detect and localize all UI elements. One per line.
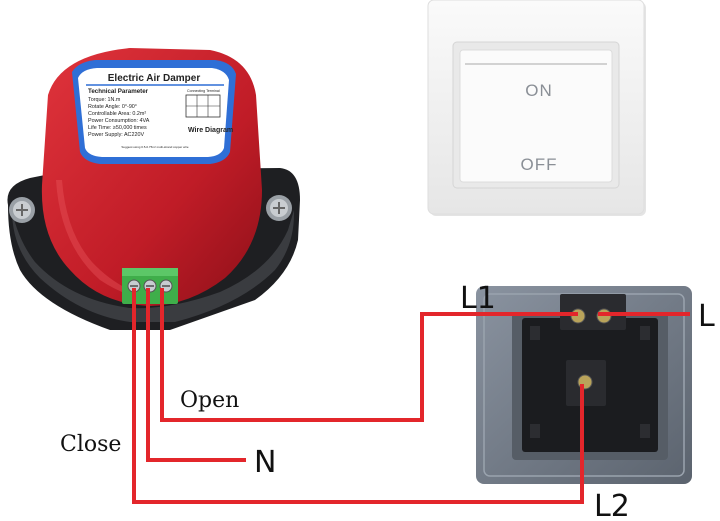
connecting-header: Connecting Terminal bbox=[187, 89, 220, 93]
switch-on-label: ON bbox=[525, 81, 553, 100]
screw-icon-right bbox=[266, 195, 292, 221]
plate-title: Electric Air Damper bbox=[108, 73, 201, 84]
wall-switch: ON OFF bbox=[427, 0, 646, 216]
spec-line: Power Supply: AC220V bbox=[88, 132, 144, 138]
wire-diagram-label: Wire Diagram bbox=[188, 127, 233, 134]
label-open: Open bbox=[180, 388, 239, 413]
screw-icon-left bbox=[9, 197, 35, 223]
spec-line: Rotate Angle: 0°-90° bbox=[88, 104, 137, 110]
label-n: N bbox=[254, 445, 276, 480]
label-l1: L1 bbox=[460, 281, 496, 316]
spec-line: Torque: 1N.m bbox=[88, 97, 121, 103]
electric-air-damper: Electric Air Damper Technical Parameter … bbox=[7, 48, 300, 330]
label-l2: L2 bbox=[594, 489, 630, 521]
label-close: Close bbox=[60, 432, 121, 457]
switch-back-module bbox=[476, 286, 692, 484]
spec-line: Power Consumption: 4VA bbox=[88, 118, 150, 124]
wiring bbox=[132, 288, 690, 504]
wire-close bbox=[132, 288, 584, 504]
damper-cover-highlight bbox=[56, 180, 160, 300]
wire-n bbox=[146, 288, 246, 462]
damper-base-shade bbox=[12, 210, 295, 322]
label-l: L bbox=[698, 299, 715, 334]
plate-section-title: Technical Parameter bbox=[88, 88, 149, 95]
damper-label-plate: Electric Air Damper Technical Parameter … bbox=[72, 60, 236, 164]
spec-line: Controllable Area: 0.2m² bbox=[88, 111, 146, 117]
plate-footnote: Suggest using 0.5-0.75m² multi-strand co… bbox=[121, 145, 189, 149]
switch-off-label: OFF bbox=[521, 155, 558, 174]
spec-line: Life Time: ≥50,000 times bbox=[88, 125, 147, 131]
switch-rocker bbox=[459, 49, 613, 183]
wire-open bbox=[160, 288, 578, 422]
